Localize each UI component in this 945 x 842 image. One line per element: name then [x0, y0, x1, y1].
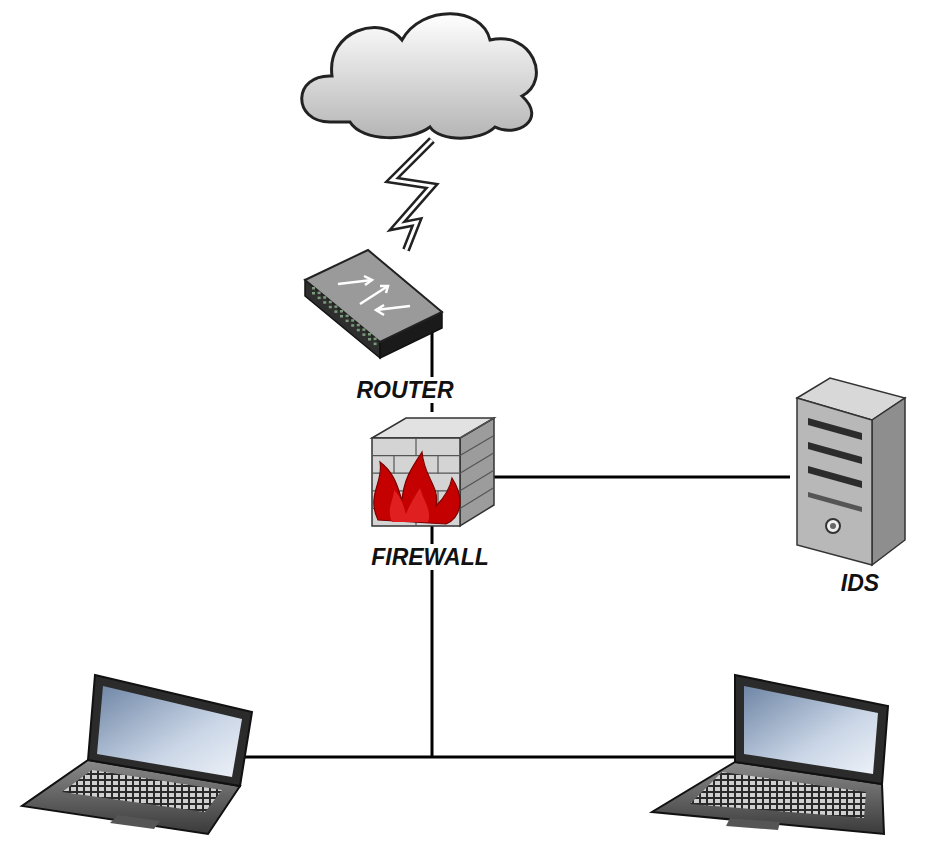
network-link [530, 476, 790, 479]
label-group: FIREWALL [330, 544, 530, 570]
lightning-bolt [392, 140, 432, 250]
network-link [431, 403, 434, 412]
device-label: ROUTER [352, 377, 457, 403]
laptop-right [652, 675, 888, 834]
router-node: ROUTER [300, 245, 510, 403]
device-label: FIREWALL [367, 544, 493, 570]
label-group: ROUTER [300, 377, 510, 403]
lightning-bolt-inner [392, 140, 432, 250]
device-label: IDS [837, 570, 883, 596]
laptop-left [22, 675, 252, 834]
ids-node: IDS [790, 370, 930, 596]
internet-cloud [302, 14, 537, 139]
label-group: IDS [790, 570, 930, 596]
server-icon [790, 370, 930, 596]
firewall-node: FIREWALL [330, 412, 530, 570]
